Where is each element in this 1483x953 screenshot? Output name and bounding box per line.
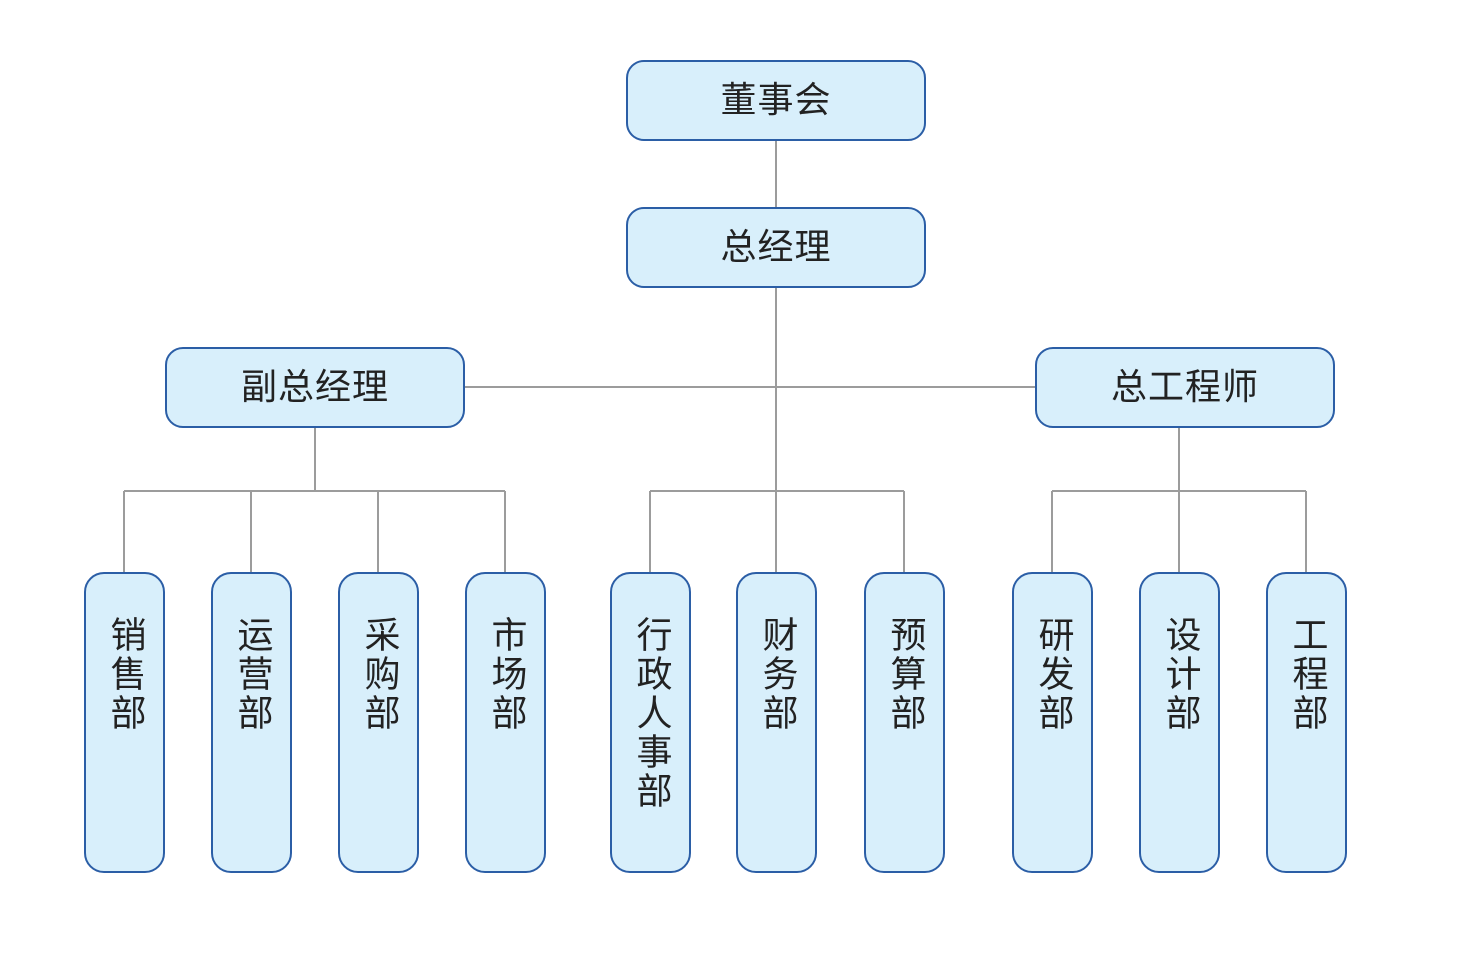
node-deputy-general-manager-label: 副总经理	[240, 366, 389, 408]
dept-rnd: 研发部	[1012, 572, 1093, 873]
dept-engineering-label: 工程部	[1286, 616, 1328, 733]
node-general-manager-label: 总经理	[720, 226, 832, 268]
node-chief-engineer-label: 总工程师	[1110, 366, 1259, 408]
dept-procurement-label: 采购部	[358, 616, 400, 733]
dept-rnd-label: 研发部	[1032, 616, 1074, 733]
dept-sales: 销售部	[84, 572, 165, 873]
dept-engineering: 工程部	[1266, 572, 1347, 873]
dept-operations-label: 运营部	[231, 616, 273, 733]
dept-design-label: 设计部	[1159, 616, 1201, 733]
node-board-label: 董事会	[720, 79, 832, 121]
dept-sales-label: 销售部	[104, 616, 146, 733]
dept-admin-hr: 行政人事部	[610, 572, 691, 873]
dept-procurement: 采购部	[338, 572, 419, 873]
dept-finance: 财务部	[736, 572, 817, 873]
dept-budget: 预算部	[864, 572, 945, 873]
dept-operations: 运营部	[211, 572, 292, 873]
dept-finance-label: 财务部	[756, 616, 798, 733]
node-general-manager: 总经理	[626, 207, 926, 288]
dept-admin-hr-label: 行政人事部	[630, 616, 672, 811]
dept-marketing-label: 市场部	[485, 616, 527, 733]
node-chief-engineer: 总工程师	[1035, 347, 1335, 428]
dept-budget-label: 预算部	[884, 616, 926, 733]
dept-marketing: 市场部	[465, 572, 546, 873]
node-board: 董事会	[626, 60, 926, 141]
dept-design: 设计部	[1139, 572, 1220, 873]
node-deputy-general-manager: 副总经理	[165, 347, 465, 428]
